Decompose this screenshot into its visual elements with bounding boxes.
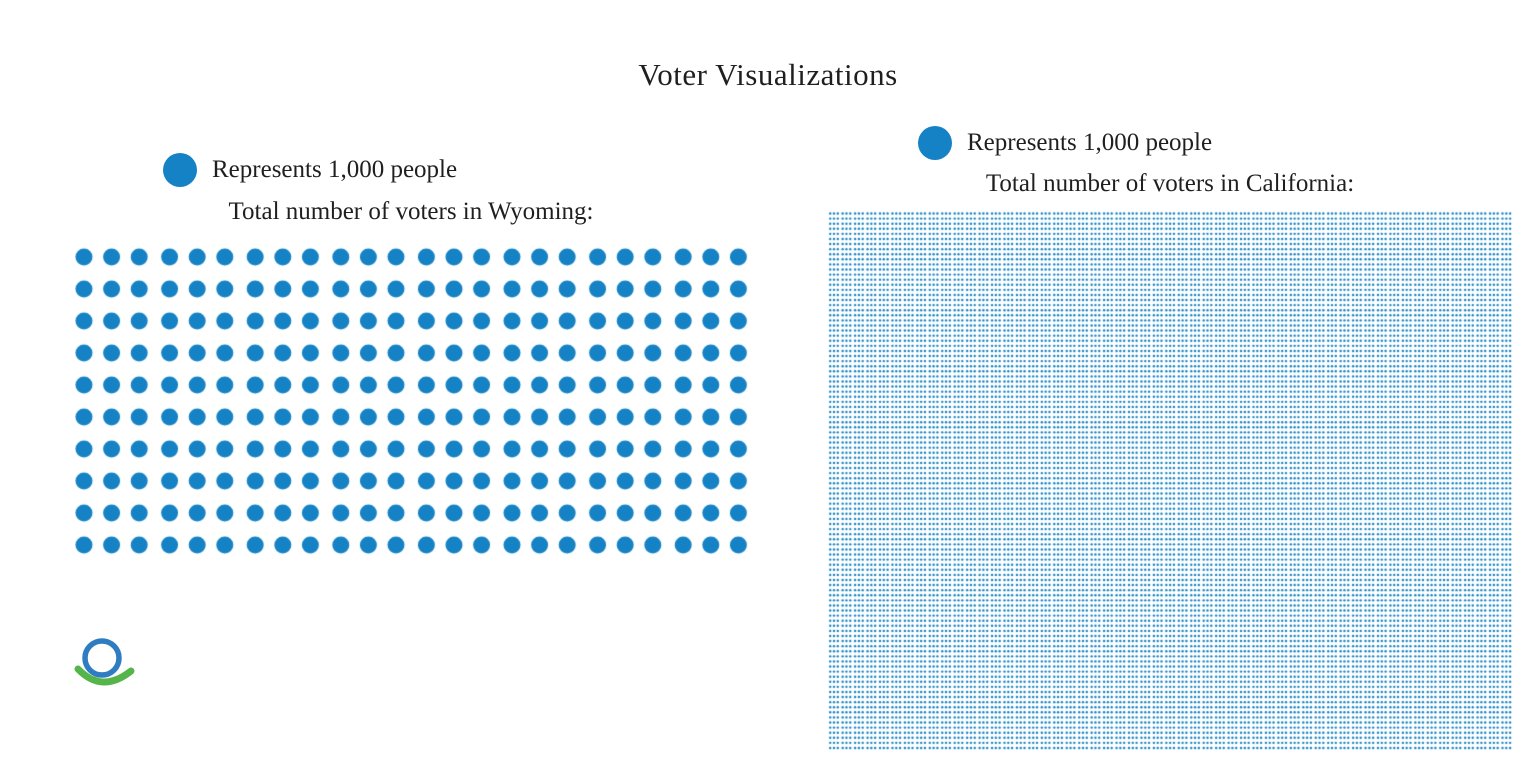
legend-dot-icon: [918, 126, 952, 160]
wyoming-legend: Represents 1,000 people: [163, 153, 457, 187]
california-legend: Represents 1,000 people: [918, 126, 1212, 160]
circle-swoosh-logo-icon: [74, 638, 135, 686]
california-subtitle: Total number of voters in California:: [985, 170, 1355, 197]
wyoming-dot-grid: [75, 245, 751, 557]
california-dot-grid: [828, 210, 1516, 756]
logo-ring: [82, 638, 122, 678]
california-legend-label: Represents 1,000 people: [967, 129, 1213, 156]
legend-dot-icon: [163, 153, 197, 187]
wyoming-subtitle: Total number of voters in Wyoming:: [228, 198, 594, 225]
page-title: Voter Visualizations: [638, 56, 898, 92]
wyoming-legend-label: Represents 1,000 people: [212, 156, 458, 183]
logo-swoosh: [74, 665, 135, 686]
